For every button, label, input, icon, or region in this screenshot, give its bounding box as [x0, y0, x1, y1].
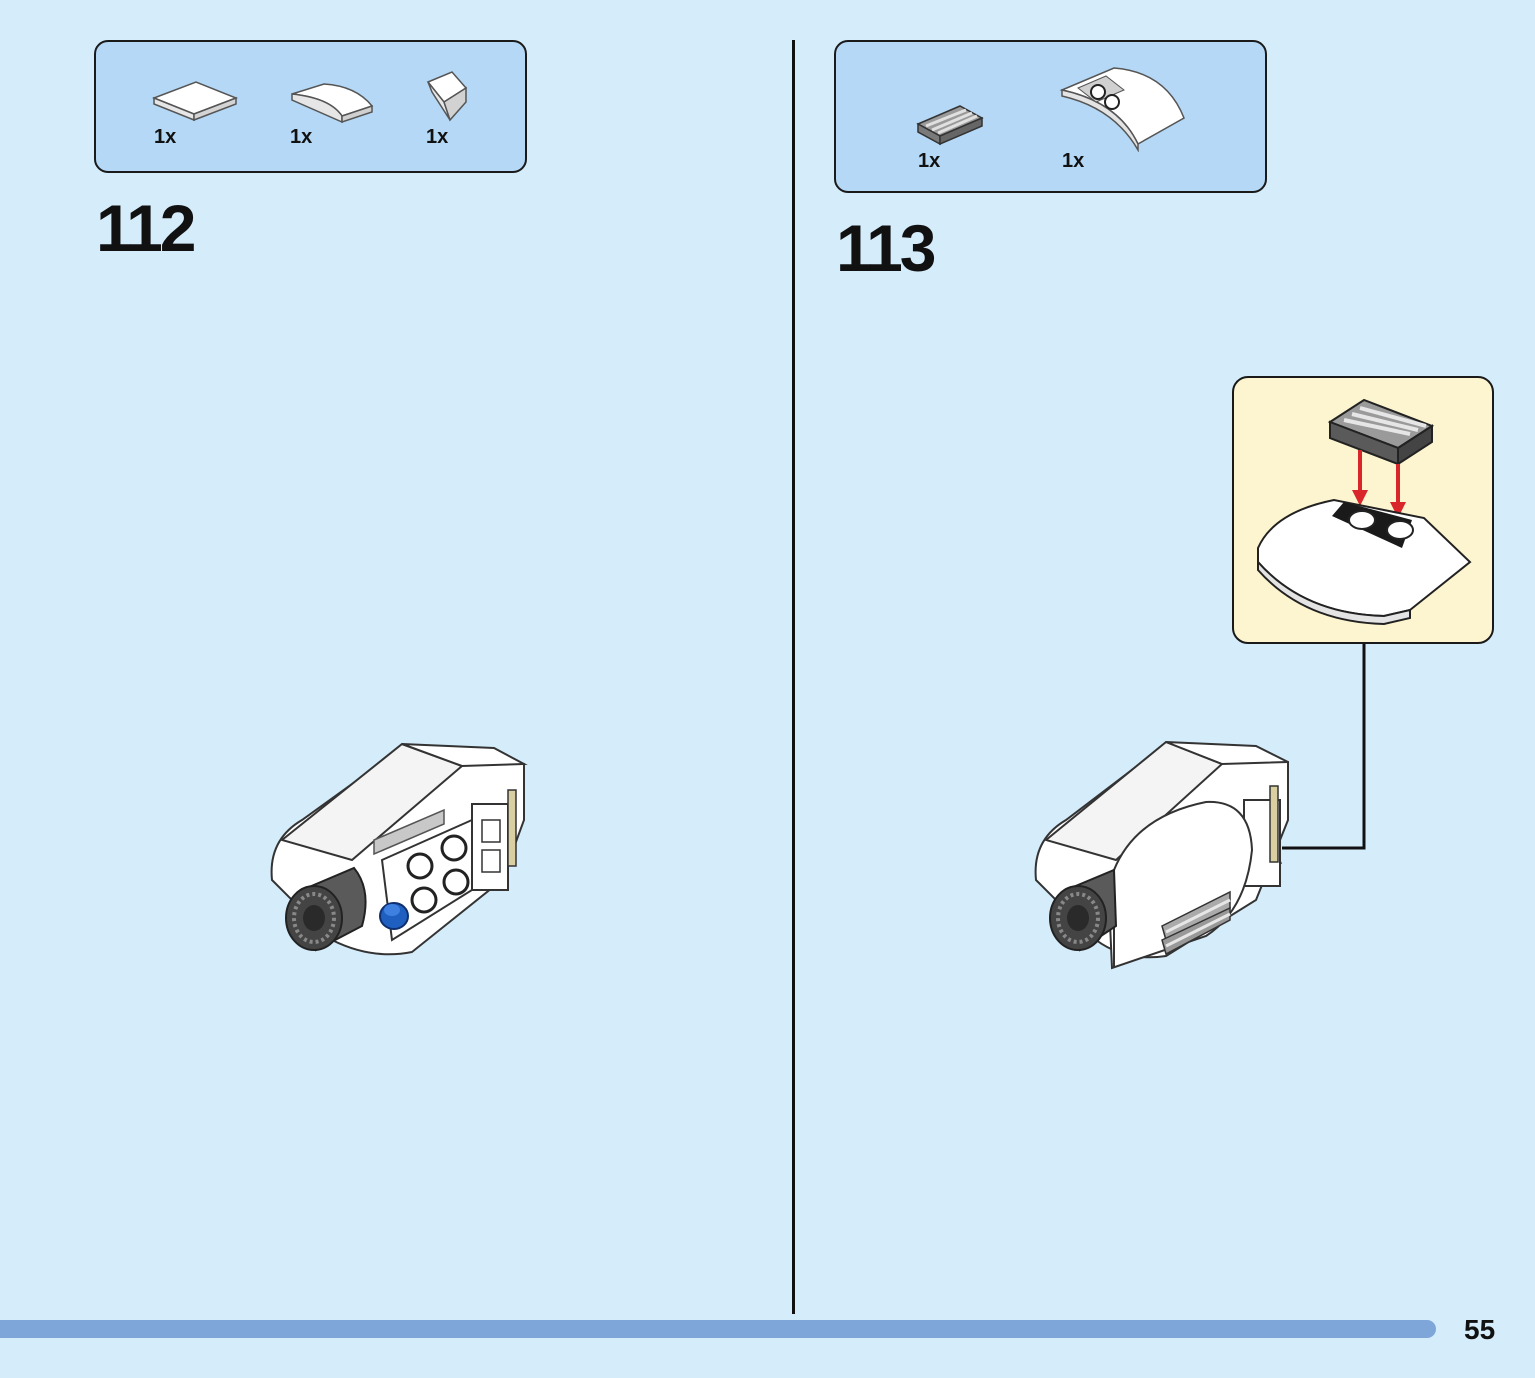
- model-assembly-step-113: [1034, 740, 1289, 970]
- white-wedge-slope-icon: [426, 71, 468, 122]
- footer-progress-bar: [0, 1320, 1436, 1338]
- part-qty: 1x: [426, 126, 449, 148]
- gray-grille-tile-icon: [916, 105, 984, 146]
- part-qty: 1x: [290, 126, 313, 148]
- page-divider: [792, 40, 795, 1314]
- model-assembly-step-112: [270, 742, 528, 956]
- part-qty: 1x: [918, 150, 941, 172]
- white-curved-slope-icon: [291, 83, 374, 124]
- white-curved-plate-icon: [1059, 67, 1185, 152]
- part-qty: 1x: [1062, 150, 1085, 172]
- step-number: 113: [836, 211, 936, 285]
- part-qty: 1x: [154, 126, 177, 148]
- sub-assembly-diagram: [1257, 398, 1472, 626]
- parts-list-step-112: 1x 1x 1x: [94, 40, 527, 173]
- sub-assembly-callout: [1232, 376, 1494, 644]
- parts-list-step-113: 1x 1x: [834, 40, 1267, 193]
- step-number: 112: [96, 191, 196, 265]
- white-tile-2x2-icon: [152, 81, 238, 122]
- page-number: 55: [1464, 1314, 1496, 1345]
